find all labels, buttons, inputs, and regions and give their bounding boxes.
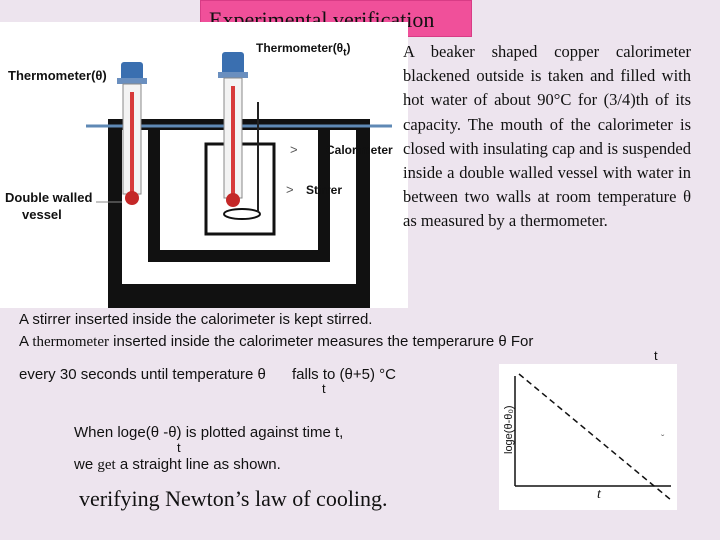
body-line-5: we get a straight line as shown. — [74, 456, 281, 474]
label-double-walled-2: vessel — [22, 207, 62, 222]
body-line-3-subscript: t — [322, 381, 326, 396]
label-thermometer-right-sub: t — [343, 47, 347, 59]
label-thermometer-right: Thermometer(θt) — [256, 41, 351, 58]
body-line-2-b: thermometer — [32, 334, 109, 350]
body-line-2-c: inserted inside the calorimeter measures… — [113, 333, 507, 350]
body-line-1: A stirrer inserted inside the calorimete… — [19, 311, 373, 328]
label-thermometer-left: Thermometer(θ) — [8, 68, 107, 83]
body-line-3-a: every 30 seconds until temperature θ — [19, 366, 266, 383]
thermometer-right-drawing — [218, 52, 248, 207]
label-thermometer-right-close: ) — [346, 41, 351, 55]
body-line-2: A thermometer inserted inside the calori… — [19, 333, 691, 351]
conclusion-text: verifying Newton’s law of cooling. — [79, 486, 388, 511]
body-line-3: every 30 seconds until temperature θ fal… — [19, 366, 396, 383]
stirrer-arrow: > — [286, 182, 294, 197]
body-line-5-a: we — [74, 456, 94, 473]
label-thermometer-right-text: Thermometer(θ — [256, 41, 344, 55]
label-calorimeter: Calorimeter — [326, 143, 393, 157]
calorimeter-arrow: > — [290, 142, 298, 157]
stirrer-disc — [223, 208, 261, 220]
body-line-4-subscript: t — [177, 440, 181, 455]
body-line-4: When loge(θ -θ) is plotted against time … — [74, 424, 344, 441]
graph-tick-mark: ˇ — [661, 433, 665, 445]
graph-y-label: loge(θ-θ₀) — [503, 405, 515, 454]
graph-x-label: t — [597, 487, 602, 502]
thermometer-left-drawing — [117, 62, 147, 205]
body-line-2-subscript: t — [654, 348, 658, 363]
body-line-5-c: a straight line as shown. — [119, 456, 281, 473]
apparatus-drawing — [86, 52, 392, 308]
label-double-walled-1: Double walled — [5, 190, 93, 205]
label-stirrer: Stirrer — [306, 183, 343, 197]
body-line-3-b: falls to (θ+5) °C — [291, 366, 396, 383]
description-paragraph: A beaker shaped copper calorimeter black… — [403, 42, 691, 231]
graph-dashed-line — [518, 373, 672, 501]
body-line-5-b: get — [97, 457, 116, 473]
log-graph: loge(θ-θ₀) t ˇ — [499, 364, 677, 510]
log-graph-drawing: loge(θ-θ₀) t ˇ — [503, 373, 672, 502]
apparatus-figure: Thermometer(θ) Thermometer(θt) > Calorim… — [0, 22, 408, 308]
body-line-2-a: A — [19, 333, 29, 350]
body-line-2-d: For — [510, 333, 534, 350]
